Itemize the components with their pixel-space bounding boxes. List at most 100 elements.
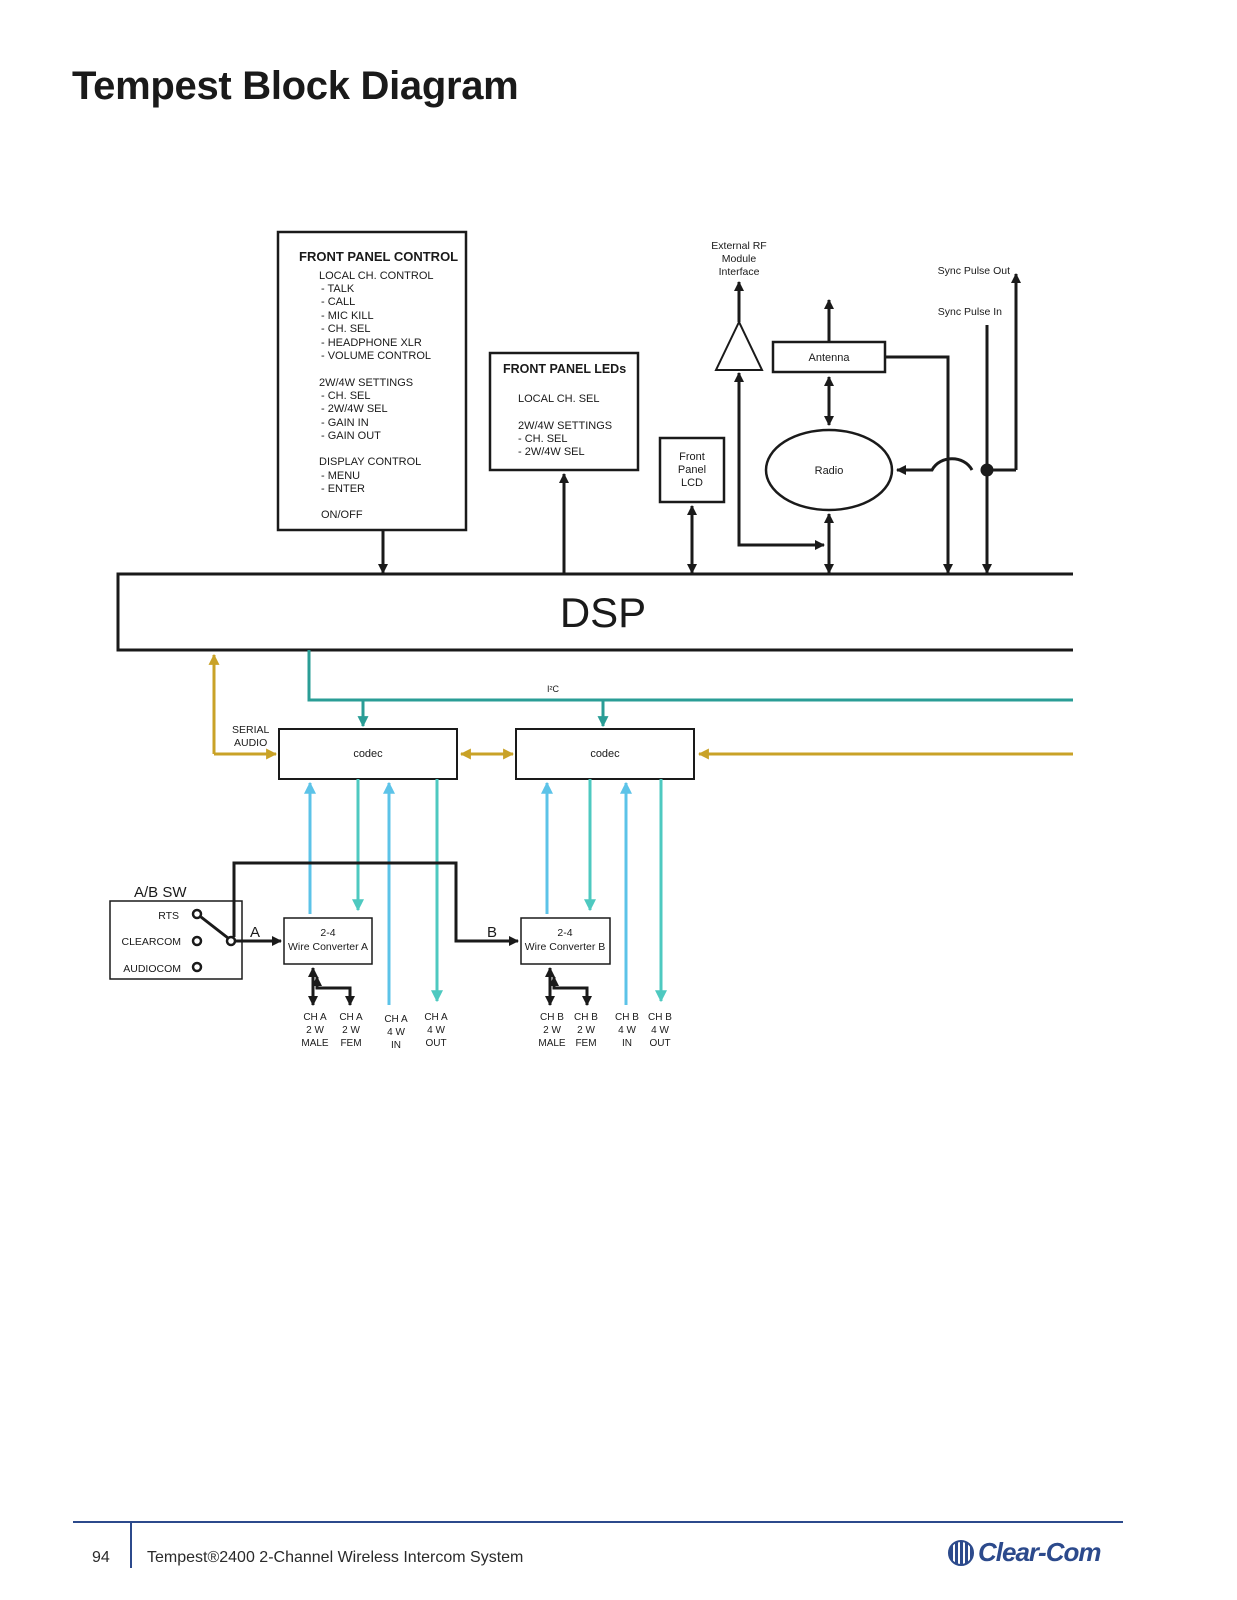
- port-label: 2 W: [342, 1025, 360, 1036]
- antenna-block: Antenna: [771, 299, 887, 374]
- front-panel-leds-line: 2W/4W SETTINGS: [518, 420, 612, 432]
- switch-terminal: [191, 908, 203, 920]
- port-label: CH A: [384, 1014, 408, 1025]
- front-panel-control-line: ON/OFF: [321, 509, 363, 521]
- switch-lever: [200, 915, 229, 940]
- external-rf-label: Module: [722, 253, 757, 265]
- front-panel-leds-line: LOCAL CH. SEL: [518, 393, 600, 405]
- ab-switch-option: RTS: [158, 910, 179, 922]
- switch-common-terminal: [225, 935, 237, 947]
- port-label: OUT: [649, 1038, 670, 1049]
- brand-logo: Clear-Com: [948, 1537, 1101, 1568]
- ports-a-labels: CH A 2 W MALE CH A 2 W FEM CH A 4 W IN C…: [301, 1012, 448, 1051]
- radio-label: Radio: [815, 465, 844, 477]
- footer-divider: [73, 1521, 1123, 1523]
- port-label: CH B: [615, 1012, 639, 1023]
- antenna-label: Antenna: [809, 352, 851, 364]
- front-panel-control-line: 2W/4W SETTINGS: [319, 377, 413, 389]
- ports-b-labels: CH B 2 W MALE CH B 2 W FEM CH B 4 W IN C…: [538, 1012, 672, 1049]
- path-a-label: A: [250, 924, 260, 941]
- page-number: 94: [92, 1549, 110, 1566]
- i2c-bus: [307, 650, 1073, 728]
- serial-audio-label: AUDIO: [234, 737, 267, 749]
- serial-audio-label: SERIAL: [232, 724, 270, 736]
- codec-b-label: codec: [590, 748, 620, 760]
- port-label: FEM: [575, 1038, 596, 1049]
- lcd-label: Front: [679, 451, 705, 463]
- radio-block: Radio: [764, 428, 894, 512]
- ab-switch-option: AUDIOCOM: [123, 963, 181, 975]
- port-label: CH B: [648, 1012, 672, 1023]
- brand-name: Clear-Com: [978, 1537, 1101, 1567]
- switch-terminal: [191, 935, 203, 947]
- converter-b-label: Wire Converter B: [525, 941, 606, 953]
- port-label: OUT: [425, 1038, 446, 1049]
- brand-mark-icon: [948, 1539, 974, 1566]
- amplifier-triangle: [714, 319, 764, 371]
- port-label: IN: [391, 1040, 401, 1051]
- switch-terminal: [191, 961, 203, 973]
- front-panel-leds-title: FRONT PANEL LEDs: [503, 362, 626, 376]
- document-title: Tempest®2400 2-Channel Wireless Intercom…: [147, 1549, 524, 1566]
- converter-a-block: 2-4 Wire Converter A: [283, 917, 373, 965]
- two-wire-connections: [308, 967, 592, 1006]
- i2c-label: I²C: [547, 684, 559, 694]
- port-label: IN: [622, 1038, 632, 1049]
- control-connections: [378, 273, 1021, 574]
- codec-b-block: codec: [515, 728, 695, 780]
- front-panel-control-line: - 2W/4W SEL: [321, 403, 388, 415]
- port-label: 4 W: [618, 1025, 636, 1036]
- front-panel-control-block: FRONT PANEL CONTROL LOCAL CH. CONTROL - …: [276, 230, 468, 532]
- port-label: 4 W: [387, 1027, 405, 1038]
- path-b-label: B: [487, 924, 497, 941]
- front-panel-control-line: - CH. SEL: [321, 390, 371, 402]
- front-panel-control-line: - GAIN IN: [321, 417, 369, 429]
- port-label: CH A: [303, 1012, 327, 1023]
- serial-audio-bus: [208, 653, 1073, 760]
- front-panel-control-title: FRONT PANEL CONTROL: [299, 249, 458, 264]
- lcd-label: Panel: [678, 464, 706, 476]
- front-panel-control-line: - ENTER: [321, 483, 365, 495]
- port-label: CH B: [540, 1012, 564, 1023]
- ab-switch-option: CLEARCOM: [121, 936, 181, 948]
- port-label: MALE: [538, 1038, 566, 1049]
- port-label: CH B: [574, 1012, 598, 1023]
- external-rf-interface: External RF Module Interface: [711, 240, 767, 371]
- port-label: CH A: [424, 1012, 448, 1023]
- port-label: 4 W: [427, 1025, 445, 1036]
- front-panel-leds-line: - 2W/4W SEL: [518, 446, 585, 458]
- audio-lines: [304, 779, 667, 1005]
- port-label: 2 W: [306, 1025, 324, 1036]
- codec-a-label: codec: [353, 748, 383, 760]
- ab-switch-title: A/B SW: [134, 884, 187, 901]
- codec-a-block: codec: [278, 728, 458, 780]
- sync-pulse-in-label: Sync Pulse In: [938, 306, 1002, 318]
- page-title: Tempest Block Diagram: [72, 64, 519, 108]
- converter-b-block: 2-4 Wire Converter B: [520, 917, 611, 965]
- port-label: 2 W: [577, 1025, 595, 1036]
- port-label: CH A: [339, 1012, 363, 1023]
- front-panel-control-line: - MIC KILL: [321, 310, 374, 322]
- external-rf-label: External RF: [711, 240, 766, 252]
- front-panel-lcd-block: Front Panel LCD: [658, 436, 726, 504]
- port-label: FEM: [340, 1038, 361, 1049]
- converter-a-label: 2-4: [320, 927, 335, 939]
- front-panel-control-line: - CH. SEL: [321, 323, 371, 335]
- dsp-block: DSP: [116, 572, 1073, 652]
- converter-b-label: 2-4: [557, 927, 572, 939]
- front-panel-control-line: - TALK: [321, 283, 355, 295]
- front-panel-control-line: DISPLAY CONTROL: [319, 456, 421, 468]
- front-panel-control-line: - HEADPHONE XLR: [321, 337, 422, 349]
- footer-separator: [130, 1523, 132, 1568]
- ab-switch-block: A/B SW RTS CLEARCOM AUDIOCOM: [109, 884, 243, 980]
- external-rf-label: Interface: [719, 266, 760, 278]
- port-label: MALE: [301, 1038, 329, 1049]
- port-label: 4 W: [651, 1025, 669, 1036]
- front-panel-control-line: - MENU: [321, 470, 360, 482]
- switch-connections: [232, 861, 519, 946]
- front-panel-leds-line: - CH. SEL: [518, 433, 568, 445]
- sync-pulse-out-label: Sync Pulse Out: [938, 265, 1010, 277]
- dsp-label: DSP: [560, 589, 646, 636]
- converter-a-label: Wire Converter A: [288, 941, 368, 953]
